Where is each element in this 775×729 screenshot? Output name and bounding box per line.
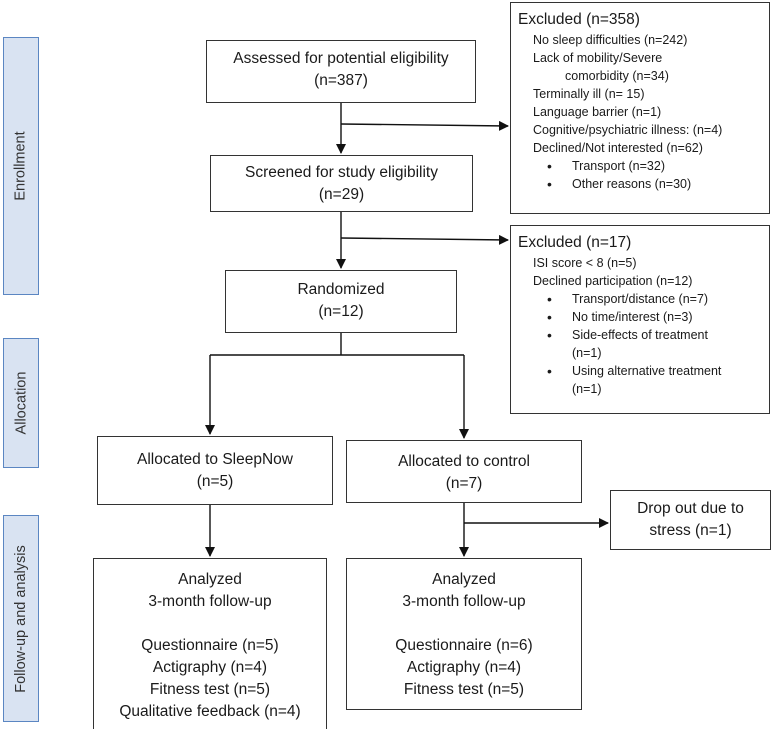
sleepnow-analyzed-box: Analyzed 3-month follow-up Questionnaire… (93, 558, 327, 729)
control-analyzed-title: Analyzed (432, 571, 496, 588)
screened-title: Screened for study eligibility (245, 164, 438, 181)
enrollment-phase-label: Enrollment (3, 37, 39, 295)
sleepnow-analyzed-item: Questionnaire (n=5) (141, 637, 279, 654)
dropout-box: Drop out due to stress (n=1) (610, 490, 771, 550)
excluded1-title: Excluded (n=358) (518, 11, 640, 28)
assessed-title: Assessed for potential eligibility (233, 50, 449, 67)
control-analyzed-box: Analyzed 3-month follow-up Questionnaire… (346, 558, 582, 710)
excluded2-bullet: Side-effects of treatment (527, 326, 769, 344)
screened-count: (n=29) (318, 186, 365, 203)
sleepnow-analyzed-item: Qualitative feedback (n=4) (119, 703, 301, 720)
excluded1-box: Excluded (n=358) No sleep difficulties (… (510, 2, 770, 214)
control-analyzed-item: Questionnaire (n=6) (395, 637, 533, 654)
excluded1-line: No sleep difficulties (n=242) (533, 33, 688, 47)
control-allocation-title: Allocated to control (398, 453, 530, 470)
excluded2-line: Declined participation (n=12) (533, 274, 693, 288)
excluded1-line: Cognitive/psychiatric illness: (n=4) (533, 123, 723, 137)
randomized-title: Randomized (297, 281, 385, 298)
control-allocation-box: Allocated to control (n=7) (346, 440, 582, 503)
excluded2-bullet: Using alternative treatment (527, 362, 769, 380)
screened-box: Screened for study eligibility (n=29) (210, 155, 473, 212)
control-allocation-count: (n=7) (445, 475, 483, 492)
allocation-phase-label: Allocation (3, 338, 39, 468)
arrow-to-excluded2 (340, 234, 509, 245)
excluded1-bullet: Transport (n=32) (527, 157, 769, 175)
sleepnow-allocation-count: (n=5) (196, 473, 234, 490)
sleepnow-analyzed-sub: 3-month follow-up (148, 593, 272, 610)
randomized-box: Randomized (n=12) (225, 270, 457, 333)
excluded1-line: Declined/Not interested (n=62) (533, 141, 703, 155)
control-analyzed-sub: 3-month follow-up (402, 593, 526, 610)
sleepnow-analyzed-title: Analyzed (178, 571, 242, 588)
excluded1-line: comorbidity (n=34) (565, 69, 669, 83)
dropout-line2: stress (n=1) (649, 522, 732, 539)
excluded1-bullet: Other reasons (n=30) (527, 175, 769, 193)
dropout-line1: Drop out due to (637, 500, 744, 517)
followup-phase-label: Follow-up and analysis (3, 515, 39, 722)
arrow-to-excluded1 (340, 120, 509, 131)
excluded2-box: Excluded (n=17) ISI score < 8 (n=5) Decl… (510, 225, 770, 414)
excluded2-bullet: Transport/distance (n=7) (527, 290, 769, 308)
randomized-count: (n=12) (318, 303, 364, 320)
excluded2-line: ISI score < 8 (n=5) (533, 256, 637, 270)
excluded1-line: Terminally ill (n= 15) (533, 87, 645, 101)
control-analyzed-item: Fitness test (n=5) (403, 681, 525, 698)
excluded2-bullet-continuation: (n=1) (572, 346, 602, 360)
sleepnow-analyzed-item: Fitness test (n=5) (149, 681, 271, 698)
control-analyzed-item: Actigraphy (n=4) (406, 659, 522, 676)
sleepnow-allocation-box: Allocated to SleepNow (n=5) (97, 436, 333, 505)
sleepnow-analyzed-item: Actigraphy (n=4) (152, 659, 268, 676)
excluded2-bullet-continuation: (n=1) (572, 382, 602, 396)
assessed-count: (n=387) (314, 72, 368, 89)
assessed-box: Assessed for potential eligibility (n=38… (206, 40, 476, 103)
sleepnow-allocation-title: Allocated to SleepNow (137, 451, 293, 468)
excluded2-title: Excluded (n=17) (518, 234, 632, 251)
excluded2-bullet: No time/interest (n=3) (527, 308, 769, 326)
excluded1-line: Language barrier (n=1) (533, 105, 662, 119)
excluded1-line: Lack of mobility/Severe (533, 51, 663, 65)
